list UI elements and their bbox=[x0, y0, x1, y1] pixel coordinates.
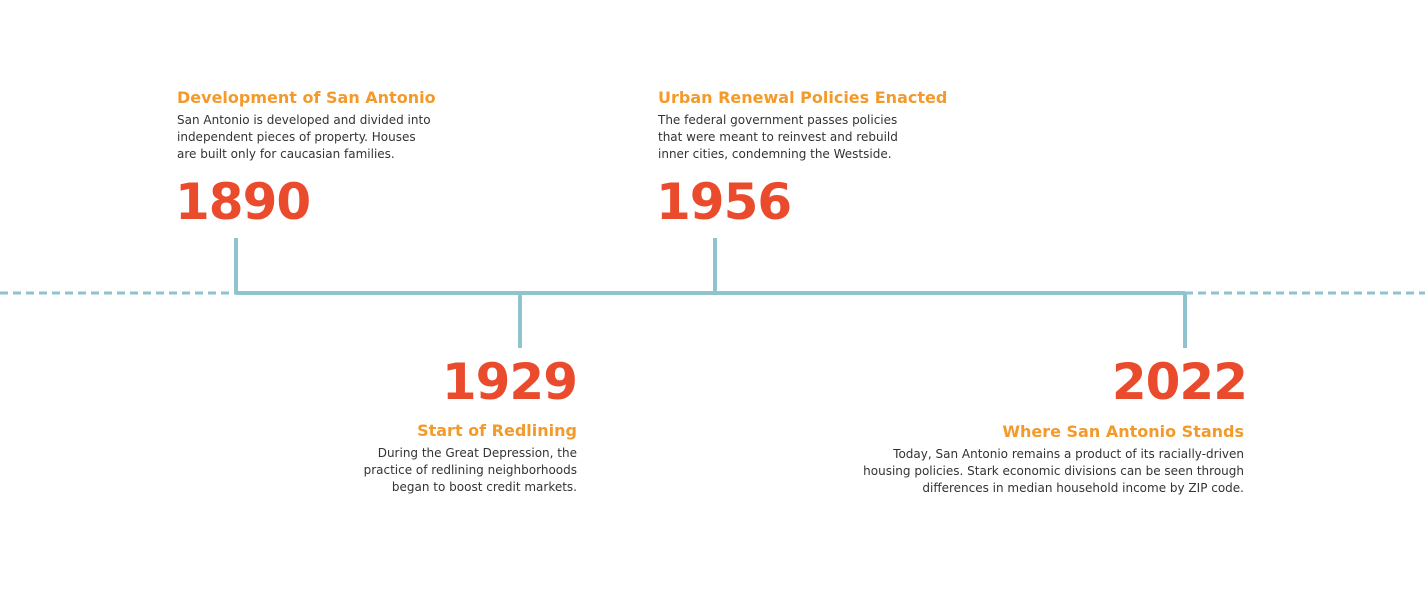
event-year-2022: 2022 bbox=[1111, 353, 1248, 411]
event-description: The federal government passes policies t… bbox=[658, 113, 898, 161]
event-2022: Where San Antonio Stands Today, San Anto… bbox=[844, 422, 1244, 497]
event-description: San Antonio is developed and divided int… bbox=[177, 113, 431, 161]
event-year-1956: 1956 bbox=[656, 173, 792, 231]
event-1890: Development of San Antonio San Antonio i… bbox=[177, 88, 497, 163]
event-year-1929: 1929 bbox=[441, 353, 578, 411]
event-title: Where San Antonio Stands bbox=[1002, 422, 1244, 441]
event-title: Start of Redlining bbox=[417, 421, 577, 440]
event-title: Urban Renewal Policies Enacted bbox=[658, 88, 948, 107]
event-title: Development of San Antonio bbox=[177, 88, 436, 107]
event-description: During the Great Depression, the practic… bbox=[363, 446, 577, 494]
event-description: Today, San Antonio remains a product of … bbox=[863, 447, 1244, 495]
event-1956: Urban Renewal Policies Enacted The feder… bbox=[658, 88, 998, 163]
event-year-1890: 1890 bbox=[175, 173, 311, 231]
event-1929: Start of Redlining During the Great Depr… bbox=[257, 421, 577, 496]
